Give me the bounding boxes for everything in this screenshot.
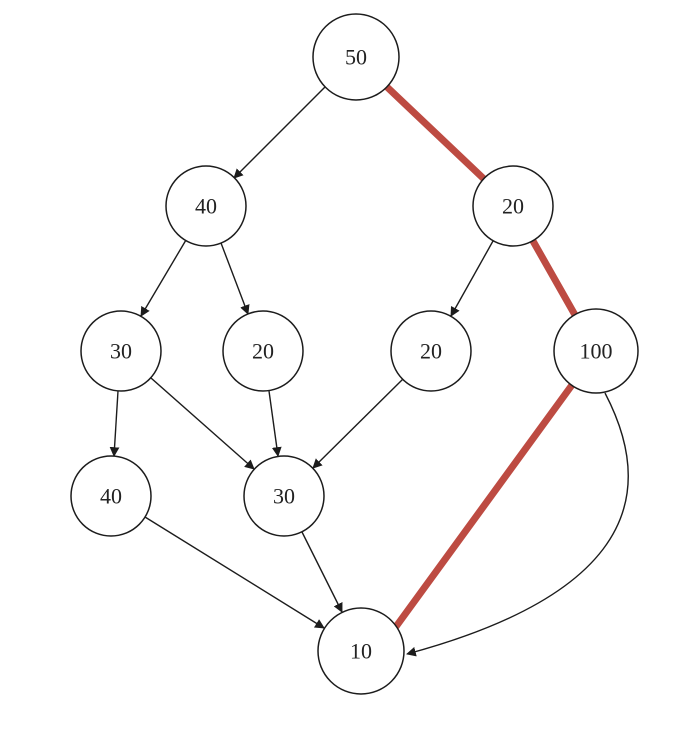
graph-node-30-lower: 30 <box>243 455 325 537</box>
edge-40-30 <box>140 239 187 317</box>
node-label: 100 <box>580 339 613 364</box>
edge-50-20-highlighted <box>383 83 488 183</box>
edge-30-30low <box>150 377 255 470</box>
edge-40-20mid <box>220 242 250 315</box>
graph-node-40-upper: 40 <box>165 165 247 247</box>
graph-node-20-upper: 20 <box>472 165 554 247</box>
highlighted-edges <box>383 83 579 632</box>
node-label: 30 <box>273 484 295 509</box>
node-circle <box>312 13 400 101</box>
node-circle <box>222 310 304 392</box>
edge-20-20mid <box>450 240 494 317</box>
edge-20-100-highlighted <box>529 237 579 319</box>
node-circle <box>243 455 325 537</box>
node-label: 10 <box>350 639 372 664</box>
node-label: 20 <box>420 339 442 364</box>
graph-node-10: 10 <box>317 607 405 695</box>
node-label: 40 <box>100 484 122 509</box>
edge-20right-30low <box>312 378 404 469</box>
edge-40low-10 <box>144 516 325 629</box>
node-circle <box>70 455 152 537</box>
node-label: 20 <box>252 339 274 364</box>
graph-nodes: 50 40 20 30 20 20 <box>70 13 639 695</box>
edge-30low-10 <box>301 531 343 613</box>
edge-30-40low <box>109 390 120 457</box>
graph-node-20-middle: 20 <box>222 310 304 392</box>
node-circle <box>553 308 639 394</box>
node-label: 40 <box>195 194 217 219</box>
edge-50-40 <box>233 86 326 179</box>
graph-node-40-lower: 40 <box>70 455 152 537</box>
graph-node-50: 50 <box>312 13 400 101</box>
node-circle <box>472 165 554 247</box>
node-circle <box>80 310 162 392</box>
graph-node-30-left: 30 <box>80 310 162 392</box>
edge-20mid-30low <box>268 390 282 457</box>
node-circle <box>390 310 472 392</box>
node-circle <box>317 607 405 695</box>
edge-100-10-curved <box>406 392 629 657</box>
edge-100-10-highlighted <box>391 381 576 632</box>
node-circle <box>165 165 247 247</box>
graph-node-20-right: 20 <box>390 310 472 392</box>
graph-node-100: 100 <box>553 308 639 394</box>
node-label: 50 <box>345 45 367 70</box>
arrow-edges <box>109 86 629 657</box>
node-label: 30 <box>110 339 132 364</box>
node-label: 20 <box>502 194 524 219</box>
